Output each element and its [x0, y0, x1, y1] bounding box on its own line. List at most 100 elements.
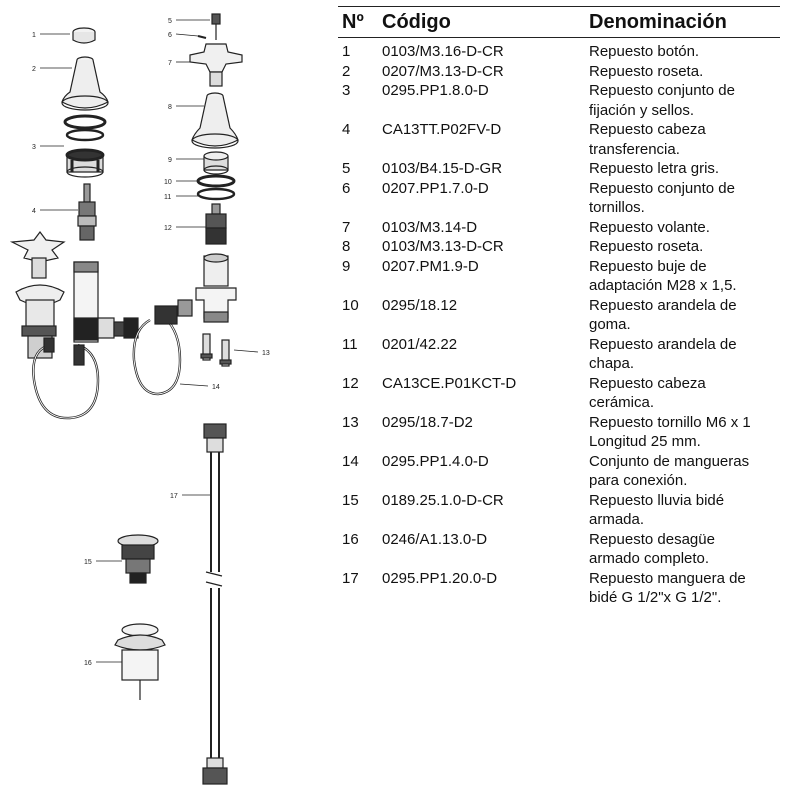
- part-code: 0207.PM1.9-D: [382, 257, 479, 275]
- table-header-row: Nº Código Denominación: [338, 6, 780, 38]
- part-5-letter: [211, 13, 221, 40]
- part-12-ceramic-head: [205, 203, 227, 245]
- header-description: Denominación: [585, 6, 780, 38]
- part-description: Repuesto conjunto de fijación y sellos.: [589, 82, 735, 119]
- part-code: 0295.PP1.20.0-D: [382, 569, 498, 587]
- table-row: 7 0103/M3.14-D Repuesto volante.: [338, 218, 780, 238]
- part-number: 8: [342, 238, 351, 255]
- part-description: Repuesto cabeza transferencia.: [589, 121, 706, 158]
- callout-3: 3: [32, 144, 36, 151]
- part-4-transfer-head: [77, 183, 97, 241]
- callout-6: 6: [168, 32, 172, 39]
- part-description: Repuesto buje de adaptación M28 x 1,5.: [589, 257, 737, 295]
- callout-13: 13: [262, 350, 270, 357]
- table-row: 5 0103/B4.15-D-GR Repuesto letra gris.: [338, 159, 780, 179]
- callout-11: 11: [164, 194, 171, 201]
- part-number: 4: [342, 121, 351, 138]
- header-code: Código: [378, 6, 585, 38]
- callout-5: 5: [168, 18, 172, 25]
- part-number: 16: [342, 530, 359, 548]
- table-row: 16 0246/A1.13.0-D Repuesto desagüe armado …: [338, 530, 780, 569]
- part-code: 0103/M3.13-D-CR: [382, 238, 504, 255]
- part-code: 0201/42.22: [382, 335, 458, 353]
- part-9-bushing: [203, 151, 229, 175]
- part-2-rosette: [61, 56, 109, 111]
- callout-2: 2: [32, 66, 36, 73]
- part-description: Repuesto roseta.: [589, 238, 704, 255]
- part-number: 2: [342, 62, 351, 80]
- part-number: 3: [342, 82, 351, 99]
- part-number: 7: [342, 218, 351, 236]
- part-code: CA13TT.P02FV-D: [382, 121, 502, 138]
- callout-12: 12: [164, 225, 172, 232]
- part-code: 0295/18.12: [382, 296, 458, 314]
- callout-9: 9: [168, 157, 172, 164]
- part-13-screws: [200, 333, 232, 367]
- callout-7: 7: [168, 60, 172, 67]
- part-1-button: [72, 27, 96, 44]
- part-description: Repuesto volante.: [589, 218, 710, 236]
- table-row: 13 0295/18.7-D2 Repuesto tornillo M6 x 1 L…: [338, 413, 780, 452]
- part-16-drain: [114, 623, 166, 700]
- part-code: 0246/A1.13.0-D: [382, 530, 488, 548]
- callout-1: 1: [32, 32, 36, 39]
- part-code: 0295.PP1.4.0-D: [382, 452, 489, 470]
- part-number: 12: [342, 374, 359, 392]
- part-11-metal-washer: [196, 187, 236, 201]
- callout-15: 15: [84, 559, 92, 566]
- leader-lines: [40, 19, 259, 663]
- part-description: Repuesto desagüe armado completo.: [589, 530, 715, 568]
- callout-10: 10: [164, 179, 172, 186]
- part-number: 14: [342, 452, 359, 470]
- part-code: 0103/B4.15-D-GR: [382, 160, 503, 177]
- part-15-spray: [117, 534, 159, 584]
- callout-17: 17: [170, 493, 178, 500]
- table-row: 8 0103/M3.13-D-CR Repuesto roseta.: [338, 237, 780, 257]
- part-8-rosette: [191, 92, 239, 149]
- part-code: 0207.PP1.7.0-D: [382, 179, 489, 197]
- part-code: 0103/M3.16-D-CR: [382, 43, 504, 60]
- part-6-screws: [197, 35, 207, 39]
- part-number: 6: [342, 179, 351, 197]
- part-description: Repuesto letra gris.: [589, 160, 720, 177]
- left-hose: [32, 337, 100, 420]
- part-code: 0103/M3.14-D: [382, 218, 478, 236]
- part-number: 5: [342, 160, 351, 177]
- part-17-long-hose: [202, 423, 228, 785]
- part-number: 11: [342, 335, 358, 353]
- callout-4: 4: [32, 208, 36, 215]
- part-description: Repuesto cabeza cerámica.: [589, 374, 706, 412]
- header-number: Nº: [338, 6, 378, 38]
- part-description: Conjunto de mangueras para conexión.: [589, 452, 750, 490]
- part-10-rubber-washer: [196, 174, 236, 188]
- part-number: 9: [342, 257, 351, 275]
- table-row: 6 0207.PP1.7.0-D Repuesto conjunto de torn…: [338, 179, 780, 218]
- exploded-parts-diagram: 1 2 3 4 5 6 7 8 9 10 11 12 13 14 17 15 1…: [9, 13, 270, 785]
- callout-16: 16: [84, 660, 92, 667]
- part-description: Repuesto lluvia bidé armada.: [589, 491, 725, 529]
- callout-labels: 1 2 3 4 5 6 7 8 9 10 11 12 13 14 17 15 1…: [32, 18, 270, 667]
- part-description: Repuesto conjunto de tornillos.: [589, 179, 735, 217]
- center-hose-connector: [113, 299, 193, 396]
- left-faucet-assembly: [9, 231, 115, 359]
- part-code: 0295.PP1.8.0-D: [382, 82, 489, 99]
- table-row: 9 0207.PM1.9-D Repuesto buje de adaptación…: [338, 257, 780, 296]
- part-number: 13: [342, 413, 359, 431]
- right-valve-body: [195, 253, 237, 323]
- part-code: 0295/18.7-D2: [382, 413, 473, 431]
- part-description: Repuesto tornillo M6 x 1 Longitud 25 mm.: [589, 413, 751, 451]
- part-description: Repuesto manguera de bidé G 1/2"x G 1/2"…: [589, 569, 746, 607]
- callout-14: 14: [212, 384, 220, 391]
- part-description: Repuesto arandela de goma.: [589, 296, 737, 334]
- part-code: 0207/M3.13-D-CR: [382, 62, 504, 80]
- table-row: 4 CA13TT.P02FV-D Repuesto cabeza transfere…: [338, 120, 780, 159]
